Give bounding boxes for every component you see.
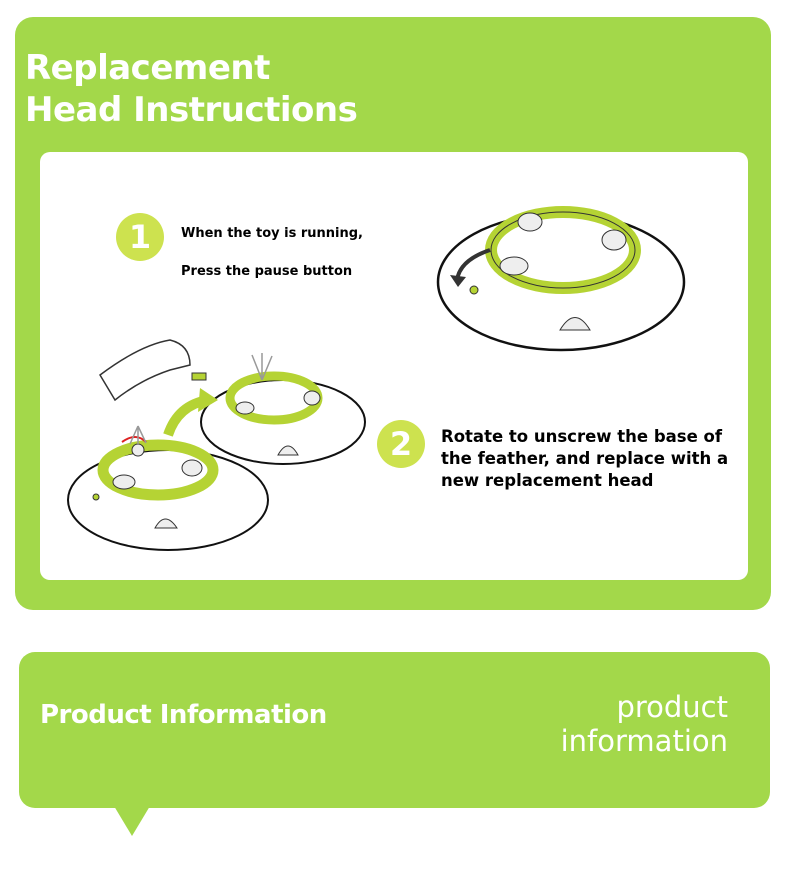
page-title: Replacement Head Instructions — [25, 47, 358, 131]
product-info-banner — [19, 652, 770, 808]
step-2-text: Rotate to unscrew the base of the feathe… — [441, 427, 729, 490]
banner-title: Product Information — [40, 700, 327, 730]
banner-subtitle: product information — [561, 690, 728, 758]
toy-illustration-paused — [436, 206, 686, 352]
banner-pointer — [114, 806, 150, 836]
toy-illustration-rotate — [67, 425, 269, 551]
step-1-line-2: Press the pause button — [181, 264, 353, 279]
banner-subtitle-line-1: product — [616, 690, 728, 724]
step-1-line-1: When the toy is running, — [181, 226, 363, 241]
banner-subtitle-line-2: information — [560, 724, 728, 758]
title-line-1: Replacement — [25, 48, 270, 88]
step-1-badge: 1 — [116, 213, 164, 261]
toy-illustration-with-hand — [99, 339, 366, 465]
title-line-2: Head Instructions — [25, 90, 358, 130]
step-2-badge: 2 — [377, 420, 425, 468]
